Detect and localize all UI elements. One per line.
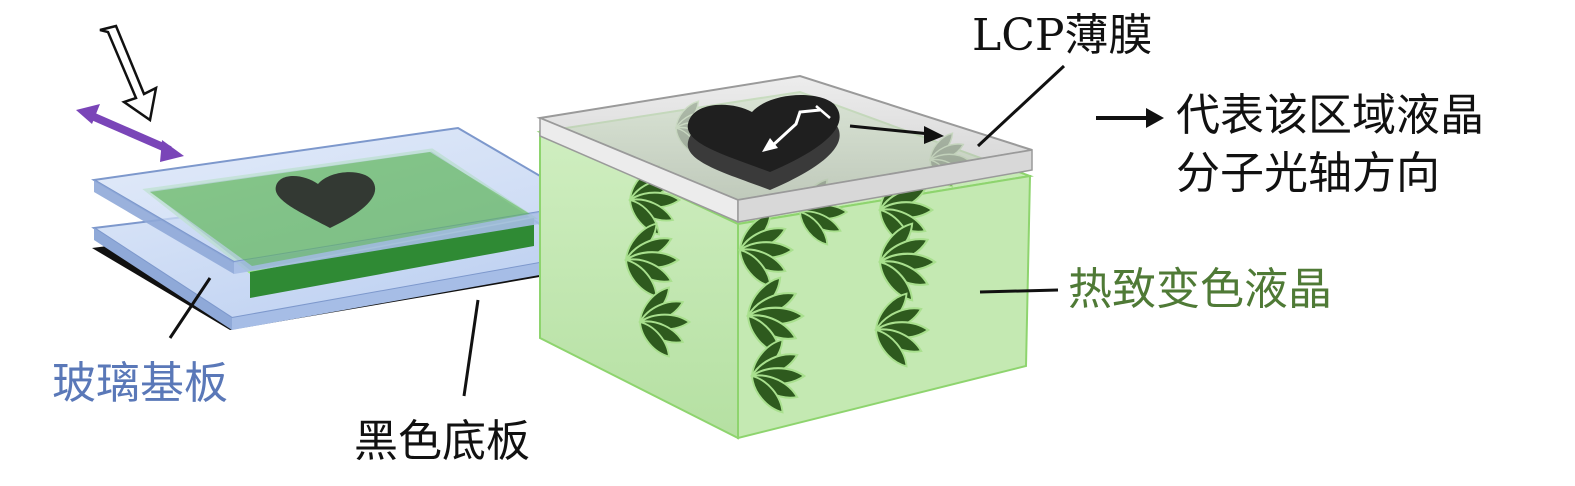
optic-axis-legend-line1: 代表该区域液晶 xyxy=(1176,90,1484,141)
lcp-film-label: LCP薄膜 xyxy=(972,10,1153,61)
upper-glass-edge xyxy=(94,180,234,274)
optic-axis-legend-line2: 分子光轴方向 xyxy=(1176,148,1440,199)
polarization-double-arrow xyxy=(76,104,184,162)
upper-glass-edge-front xyxy=(234,204,588,274)
right-box-assembly xyxy=(536,64,1164,440)
glass-substrate-leader xyxy=(168,277,212,339)
thermochromic-lc-label: 热致变色液晶 xyxy=(1068,264,1332,315)
lcp-film-right-edge xyxy=(737,149,1033,223)
optic-axis-arrow-black xyxy=(849,124,944,144)
left-cell-assembly xyxy=(76,24,593,397)
black-base-label: 黑色底板 xyxy=(354,416,530,467)
heart-pattern-left xyxy=(275,172,376,228)
incident-light-arrow xyxy=(99,24,158,123)
legend-arrow xyxy=(1096,108,1164,128)
lc-layer-edge xyxy=(250,218,534,298)
thermochromic-lc-leader xyxy=(979,288,1059,294)
lower-glass-edge-front xyxy=(232,254,590,330)
glass-substrate-label: 玻璃基板 xyxy=(52,358,228,409)
black-base-leader xyxy=(462,299,480,397)
lower-glass-edge xyxy=(94,228,232,330)
lc-box-right-face xyxy=(737,174,1032,440)
optic-axis-arrows-white xyxy=(762,105,831,152)
lcp-film-leader xyxy=(976,64,1066,148)
